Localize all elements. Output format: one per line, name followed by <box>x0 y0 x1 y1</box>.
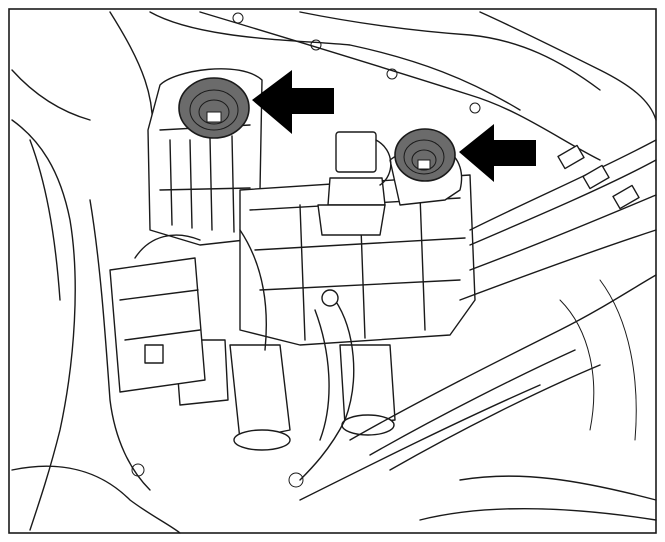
wiring-connector <box>109 234 206 393</box>
brake-lines <box>299 139 657 501</box>
mount-bolt-right <box>394 128 456 182</box>
pressure-sensor <box>317 131 392 236</box>
wire-harness <box>29 139 355 491</box>
bolt-highlight-right <box>394 128 456 182</box>
bolt-highlight-left <box>178 77 250 139</box>
mount-bolt-left <box>178 77 250 139</box>
arrow-icon <box>459 124 536 182</box>
arrow-icon <box>252 70 334 134</box>
